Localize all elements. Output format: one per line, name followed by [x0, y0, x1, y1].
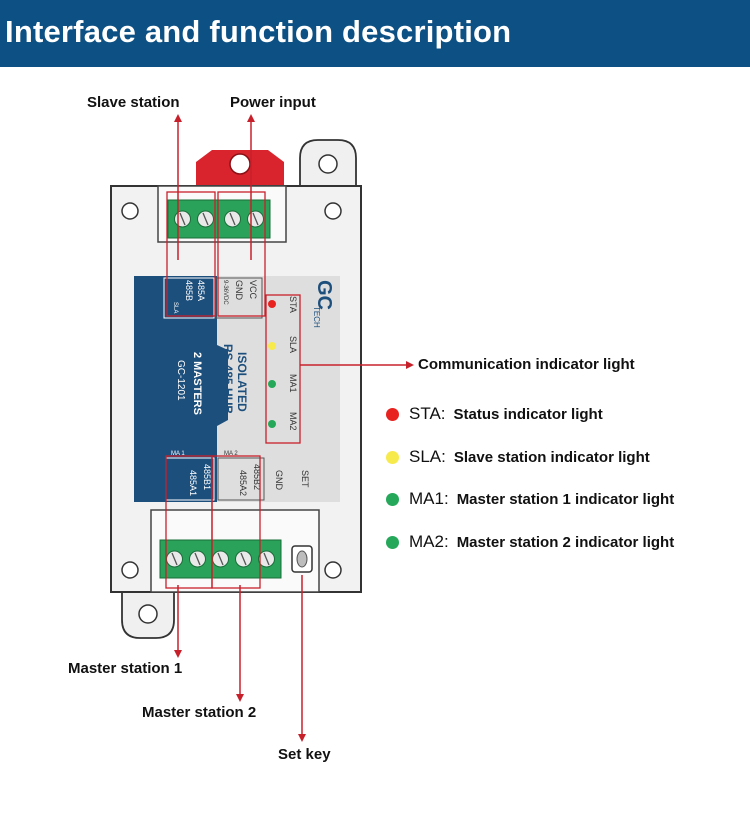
screw-slot [263, 552, 270, 566]
top-clip [196, 150, 284, 186]
group-label-ma1: MA 1 [171, 451, 185, 457]
screw-slot [240, 552, 247, 566]
terminal-block-power [217, 199, 271, 239]
group-label-ma2: MA 2 [224, 451, 238, 457]
sla-led [268, 342, 276, 350]
gnd-label: GND [274, 470, 284, 491]
terminal-label-485a1: 485A1 [188, 470, 198, 496]
legend-code: MA2: [409, 532, 449, 551]
terminal-label-vcc: VCC [248, 280, 258, 300]
set-label: SET [300, 470, 310, 488]
terminal-block-master [159, 539, 282, 579]
terminal-label-485b: 485B [184, 280, 194, 301]
sta-dot-icon [386, 407, 399, 421]
label-communication-indicator: Communication indicator light [418, 356, 635, 373]
header-bar: Interface and function description [0, 0, 750, 67]
screw-slot [171, 552, 178, 566]
ma2-dot-icon [386, 535, 399, 549]
legend-item-ma2: MA2: Master station 2 indicator light [386, 532, 674, 552]
ma2-led [268, 420, 276, 428]
callout-arrows [174, 114, 414, 742]
indicator-label-sta: STA [288, 296, 298, 313]
group-label-sla: SLA [172, 302, 178, 313]
label-master-station-2: Master station 2 [142, 704, 257, 721]
indicator-label-ma1: MA1 [288, 374, 298, 393]
terminal-block-slave [167, 199, 221, 239]
screw-slot [229, 212, 236, 226]
sla-dot-icon [386, 450, 399, 464]
ma1-dot-icon [386, 492, 399, 506]
indicator-label-ma2: MA2 [288, 412, 298, 431]
group-label-power: 9-36VDC [222, 280, 228, 305]
label-master-station-1: Master station 1 [68, 660, 183, 677]
mounting-ear-bottom-left [121, 591, 175, 639]
terminal-label-gnd: GND [234, 280, 244, 301]
callout-boxes [165, 191, 301, 589]
brand-sub: TECH [312, 306, 321, 328]
label-set-key: Set key [278, 746, 331, 763]
corner-screws [121, 202, 342, 579]
legend-desc: Master station 2 indicator light [456, 533, 675, 551]
power-frame [215, 277, 263, 319]
legend-item-sla: SLA: Slave station indicator light [386, 447, 650, 467]
legend-item-ma1: MA1: Master station 1 indicator light [386, 489, 674, 509]
indicator-label-sla: SLA [288, 336, 298, 353]
slave-station-box [166, 191, 216, 317]
screw-slot [217, 552, 224, 566]
ma2-frame [217, 457, 265, 501]
page-title: Interface and function description [5, 14, 512, 49]
legend-desc: Slave station indicator light [453, 448, 650, 466]
label-slave-station: Slave station [87, 94, 180, 111]
legend-item-sta: STA: Status indicator light [386, 404, 603, 424]
master2-box [211, 455, 261, 589]
legend-code: MA1: [409, 489, 449, 508]
product-line-1: ISOLATED [235, 352, 249, 412]
screw-slot [252, 212, 259, 226]
masters-label: 2 MASTERS [191, 352, 203, 415]
set-key[interactable] [291, 545, 313, 573]
legend-code: STA: [409, 404, 446, 423]
product-line-2: RS-485 HUB [221, 344, 235, 414]
indicator-box [265, 294, 301, 444]
screw-slot [202, 212, 209, 226]
blue-panel [134, 276, 228, 502]
power-input-box [217, 191, 266, 317]
terminal-label-485b2: 485B2 [252, 464, 262, 490]
screw-slot [194, 552, 201, 566]
model-label: GC-1201 [175, 360, 186, 401]
sta-led [268, 300, 276, 308]
ma1-led [268, 380, 276, 388]
sla-frame [163, 277, 215, 319]
screw-slot [179, 212, 186, 226]
legend-code: SLA: [409, 447, 446, 466]
terminal-label-485a: 485A [196, 280, 206, 301]
legend-desc: Master station 1 indicator light [456, 490, 675, 508]
terminal-label-485b1: 485B1 [202, 464, 212, 490]
brand-logo: GC [313, 280, 335, 310]
legend-desc: Status indicator light [453, 405, 603, 423]
terminal-label-485a2: 485A2 [238, 470, 248, 496]
mounting-ear-top-right [299, 139, 357, 187]
label-power-input: Power input [230, 94, 316, 111]
